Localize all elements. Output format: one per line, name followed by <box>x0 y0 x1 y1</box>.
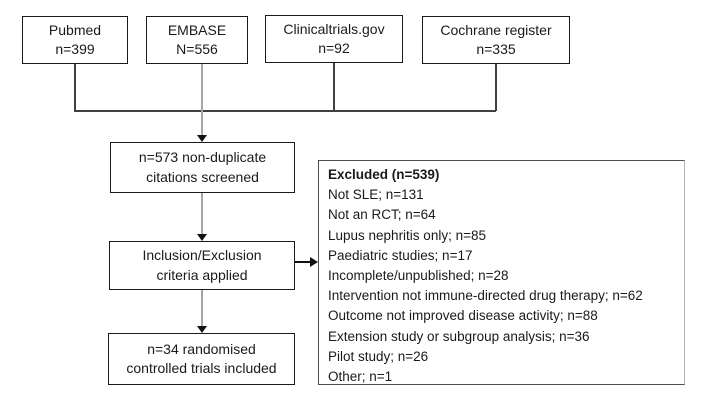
source-count: N=556 <box>176 41 218 57</box>
connector-screened-to-criteria <box>201 193 203 234</box>
connector-drop-pubmed <box>74 64 76 111</box>
arrowhead-right-excluded <box>310 257 318 267</box>
excluded-item: Outcome not improved disease activity; n… <box>328 308 598 324</box>
connector-collector-line <box>74 110 496 112</box>
excluded-box: Excluded (n=539) Not SLE; n=131 Not an R… <box>318 160 685 385</box>
source-name: Pubmed <box>48 21 102 38</box>
excluded-item: Extension study or subgroup analysis; n=… <box>328 328 590 344</box>
source-box-clinicaltrials: Clinicaltrials.gov n=92 <box>265 15 403 63</box>
source-count: n=335 <box>476 41 516 57</box>
screened-line1: n=573 non-duplicate <box>138 149 267 166</box>
connector-drop-cochrane <box>495 64 497 111</box>
arrowhead-down-included <box>197 326 207 333</box>
screened-box: n=573 non-duplicate citations screened <box>110 142 295 193</box>
source-box-embase: EMBASE N=556 <box>146 16 248 64</box>
excluded-item: Pilot study; n=26 <box>328 348 429 364</box>
excluded-item: Not SLE; n=131 <box>328 187 424 203</box>
source-count: n=92 <box>318 40 350 56</box>
screened-line2: citations screened <box>146 168 259 185</box>
excluded-item: Incomplete/unpublished; n=28 <box>328 268 509 284</box>
criteria-box: Inclusion/Exclusion criteria applied <box>109 241 295 290</box>
connector-criteria-to-included <box>201 290 203 327</box>
connector-sources-to-screened <box>201 64 203 135</box>
connector-criteria-to-excluded <box>295 261 311 263</box>
source-box-pubmed: Pubmed n=399 <box>22 16 128 64</box>
arrowhead-down-screened <box>197 135 207 142</box>
excluded-item: Other; n=1 <box>328 369 393 385</box>
included-line1: n=34 randomised <box>147 340 256 357</box>
source-box-cochrane: Cochrane register n=335 <box>422 16 570 64</box>
source-name: Clinicaltrials.gov <box>283 20 385 37</box>
excluded-item: Intervention not immune-directed drug th… <box>328 288 643 304</box>
excluded-title: Excluded (n=539) <box>328 167 440 182</box>
source-name: Cochrane register <box>440 21 552 38</box>
excluded-item: Lupus nephritis only; n=85 <box>328 227 486 243</box>
criteria-line1: Inclusion/Exclusion <box>142 247 262 264</box>
connector-drop-clinicaltrials <box>333 63 335 111</box>
arrowhead-down-criteria <box>197 234 207 241</box>
source-count: n=399 <box>55 41 95 57</box>
included-box: n=34 randomised controlled trials includ… <box>108 333 295 385</box>
source-name: EMBASE <box>167 21 227 38</box>
criteria-line2: criteria applied <box>156 266 248 283</box>
excluded-item: Not an RCT; n=64 <box>328 207 436 223</box>
excluded-item: Paediatric studies; n=17 <box>328 247 473 263</box>
included-line2: controlled trials included <box>126 360 277 376</box>
